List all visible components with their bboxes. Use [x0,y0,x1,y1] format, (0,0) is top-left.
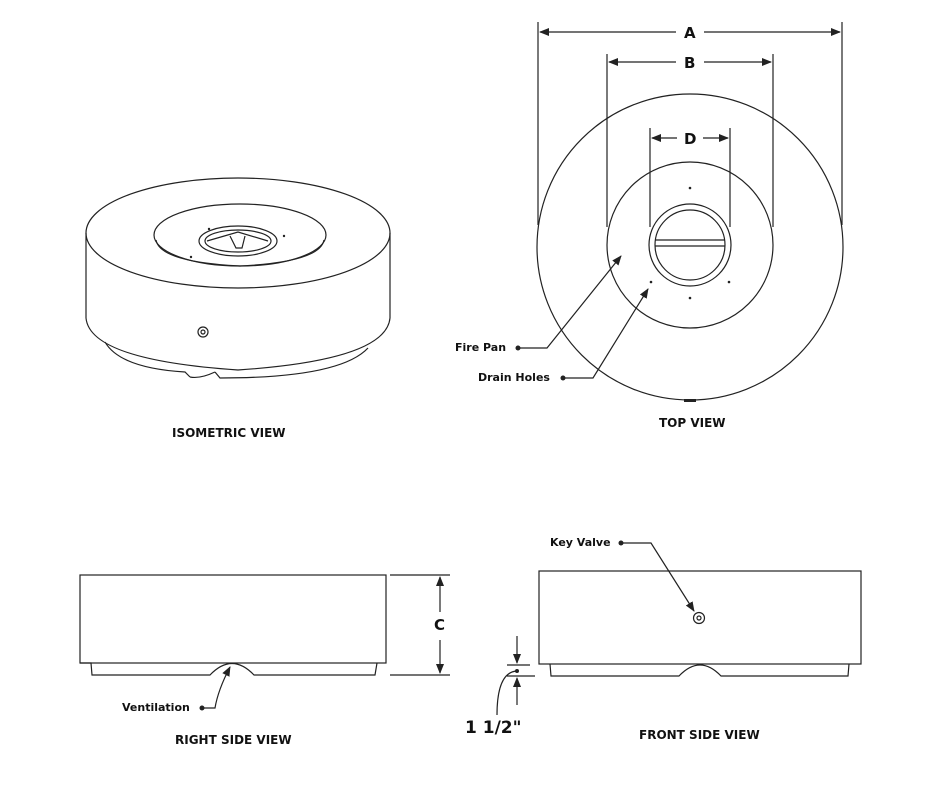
dimension-a-label: A [684,24,696,42]
dimension-d-label: D [684,130,697,148]
isometric-view [85,177,391,379]
dimension-b-label: B [684,54,696,72]
base-height-dimension [496,636,535,716]
base-height-label: 1 1/2" [465,718,522,738]
top-view [515,22,844,402]
right-side-view [79,574,450,711]
drain-holes-callout: Drain Holes [478,371,550,384]
top-view-title: TOP VIEW [659,416,726,430]
ventilation-callout: Ventilation [122,701,190,714]
key-valve-icon [197,326,209,338]
isometric-view-title: ISOMETRIC VIEW [172,426,286,440]
fire-pan-callout: Fire Pan [455,341,507,354]
dimension-c-label: C [434,616,446,634]
right-side-view-title: RIGHT SIDE VIEW [175,733,292,747]
key-valve-callout: Key Valve [550,536,611,549]
front-side-view [538,540,862,677]
front-side-view-title: FRONT SIDE VIEW [639,728,760,742]
